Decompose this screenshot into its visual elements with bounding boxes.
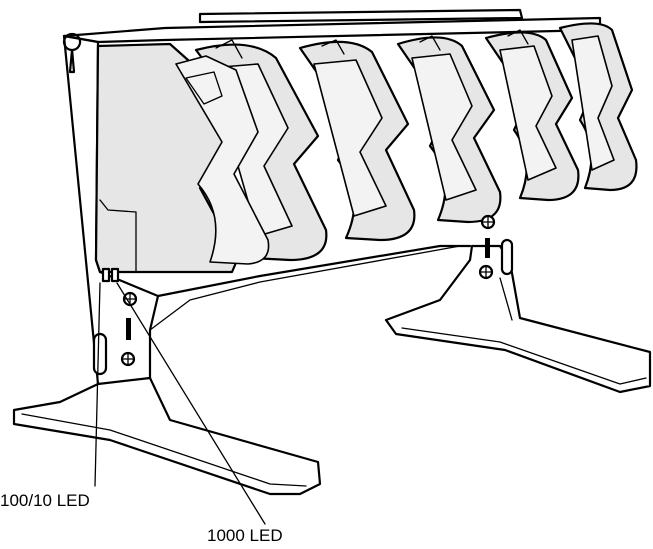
callout-100-10-led: 100/10 LED <box>0 491 90 510</box>
rear-screw-set <box>478 214 514 280</box>
front-screw-set <box>120 291 138 367</box>
callout-leaders <box>94 282 266 525</box>
led-indicators <box>101 267 120 283</box>
rear-stand-leg <box>384 244 652 394</box>
led-100-10 <box>101 267 111 283</box>
rear-slot <box>500 238 514 276</box>
slot <box>485 238 490 258</box>
callout-1000-led: 1000 LED <box>207 526 283 545</box>
slot <box>126 318 131 340</box>
charging-bay-1 <box>94 42 270 274</box>
charging-bay-5 <box>484 29 580 202</box>
charging-bay-4 <box>396 35 502 224</box>
charging-bay-3 <box>298 39 416 242</box>
led-1000 <box>110 267 120 283</box>
charging-bay-6 <box>558 22 638 192</box>
